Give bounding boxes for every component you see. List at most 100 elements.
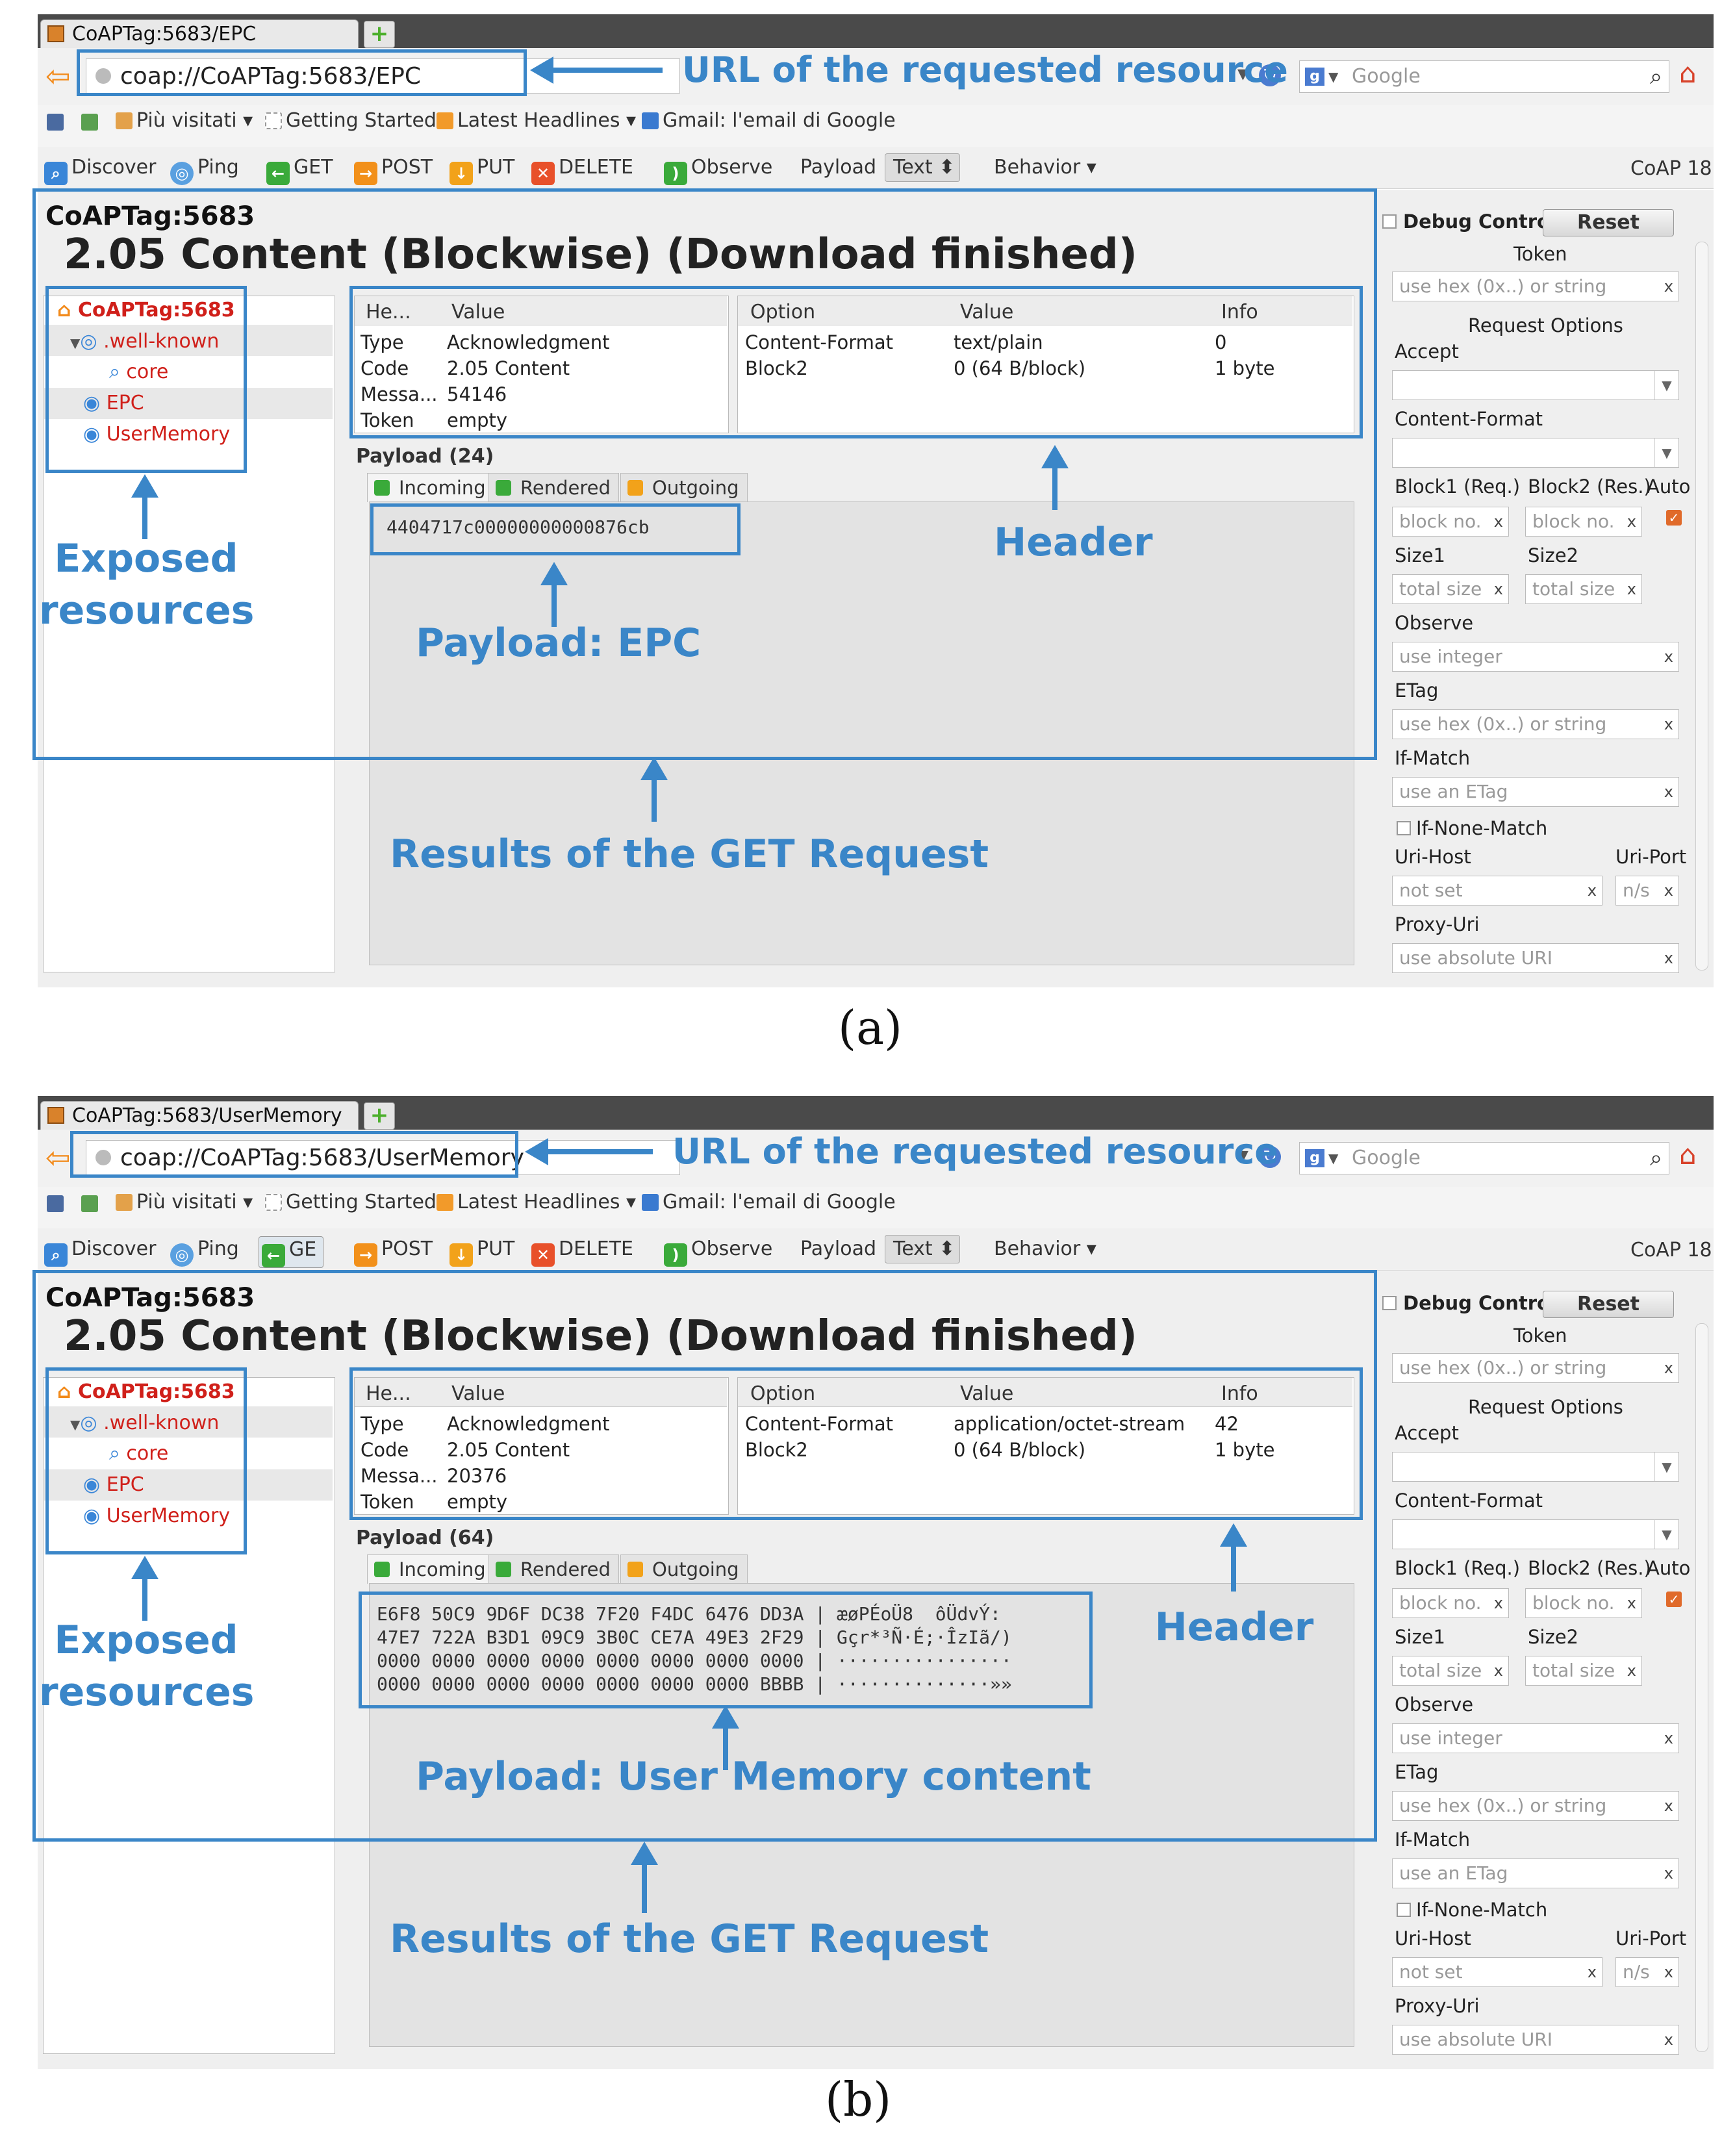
tree-epc[interactable]: ◉ EPC bbox=[83, 1473, 144, 1496]
payload-area[interactable] bbox=[369, 1583, 1354, 2047]
get-button[interactable]: ←GET bbox=[266, 155, 333, 185]
discover-button[interactable]: ⌕Discover bbox=[44, 155, 156, 185]
bookmark-most-visited[interactable]: Più visitati ▾ bbox=[116, 1189, 253, 1215]
search-box[interactable]: g▼Google⌕ bbox=[1299, 60, 1669, 93]
put-button[interactable]: ↓PUT bbox=[450, 1236, 514, 1267]
auto-checkbox[interactable]: ✓ bbox=[1666, 510, 1682, 526]
delete-button[interactable]: ✕DELETE bbox=[531, 1236, 633, 1267]
search-engine-dropdown-icon[interactable]: ▼ bbox=[1328, 1150, 1339, 1166]
tab-incoming[interactable]: Incoming bbox=[367, 1554, 494, 1584]
clear-icon[interactable]: x bbox=[1627, 580, 1636, 598]
tab-rendered[interactable]: Rendered bbox=[488, 473, 619, 502]
reset-button[interactable]: Reset bbox=[1543, 209, 1674, 236]
sidebar-scrollbar[interactable] bbox=[1695, 1323, 1708, 2052]
ping-button[interactable]: ◎Ping bbox=[170, 1236, 239, 1267]
tab-rendered[interactable]: Rendered bbox=[488, 1554, 619, 1584]
clear-icon[interactable]: x bbox=[1587, 881, 1597, 900]
bookmark-latest-headlines[interactable]: Latest Headlines ▾ bbox=[437, 1189, 636, 1215]
search-box[interactable]: g▼Google⌕ bbox=[1299, 1142, 1669, 1174]
if-none-match-checkbox[interactable] bbox=[1397, 1903, 1411, 1917]
clear-icon[interactable]: x bbox=[1664, 1359, 1673, 1377]
header-col-value[interactable]: Value bbox=[451, 1382, 505, 1405]
clear-icon[interactable]: x bbox=[1664, 1864, 1673, 1883]
bookmark-download-icon[interactable] bbox=[81, 109, 102, 135]
back-arrow-icon[interactable]: ⇦ bbox=[45, 1140, 71, 1175]
header-col-name[interactable]: He... bbox=[366, 1382, 411, 1405]
clear-icon[interactable]: x bbox=[1664, 1729, 1673, 1747]
header-col-value[interactable]: Value bbox=[451, 301, 505, 323]
chevron-down-icon[interactable]: ▼ bbox=[1654, 371, 1678, 399]
debug-control-checkbox[interactable] bbox=[1382, 214, 1397, 229]
clear-icon[interactable]: x bbox=[1664, 648, 1673, 666]
accept-select[interactable]: ▼ bbox=[1392, 1452, 1679, 1482]
back-arrow-icon[interactable]: ⇦ bbox=[45, 58, 71, 94]
expand-triangle-icon[interactable]: ▼ bbox=[70, 1417, 81, 1432]
content-format-select[interactable]: ▼ bbox=[1392, 1519, 1679, 1549]
options-col-value[interactable]: Value bbox=[960, 301, 1014, 323]
new-tab-plus-icon[interactable]: + bbox=[364, 1102, 395, 1130]
content-format-select[interactable]: ▼ bbox=[1392, 438, 1679, 468]
browser-tab[interactable]: CoAPTag:5683/EPC bbox=[40, 19, 359, 48]
clear-icon[interactable]: x bbox=[1627, 1594, 1636, 1612]
browser-tab[interactable]: CoAPTag:5683/UserMemory bbox=[40, 1101, 359, 1130]
tab-incoming[interactable]: Incoming bbox=[367, 473, 494, 502]
url-dropdown-icon[interactable]: ▼ bbox=[1237, 66, 1248, 82]
bookmark-getting-started[interactable]: Getting Started bbox=[265, 1189, 437, 1215]
search-icon[interactable]: ⌕ bbox=[1649, 64, 1662, 90]
discover-button[interactable]: ⌕Discover bbox=[44, 1236, 156, 1267]
chevron-down-icon[interactable]: ▼ bbox=[1654, 1452, 1678, 1481]
reset-button[interactable]: Reset bbox=[1543, 1291, 1674, 1318]
clear-icon[interactable]: x bbox=[1664, 715, 1673, 733]
chevron-down-icon[interactable]: ▼ bbox=[1654, 438, 1678, 467]
clear-icon[interactable]: x bbox=[1627, 1662, 1636, 1680]
get-button[interactable]: ←GE bbox=[259, 1236, 324, 1268]
clear-icon[interactable]: x bbox=[1664, 881, 1673, 900]
tree-epc[interactable]: ◉ EPC bbox=[83, 392, 144, 414]
observe-button[interactable]: )Observe bbox=[664, 1236, 772, 1267]
options-col-value[interactable]: Value bbox=[960, 1382, 1014, 1405]
tree-well-known[interactable]: ▼◎ .well-known bbox=[70, 1412, 219, 1434]
url-dropdown-icon[interactable]: ▼ bbox=[1237, 1148, 1248, 1164]
clear-icon[interactable]: x bbox=[1493, 580, 1503, 598]
tree-well-known[interactable]: ▼◎ .well-known bbox=[70, 330, 219, 353]
bookmark-menu-icon[interactable] bbox=[47, 1191, 68, 1217]
block1-input[interactable]: block no.x bbox=[1392, 507, 1509, 537]
payload-mode-select[interactable]: Text ⬍ bbox=[885, 153, 960, 182]
behavior-menu[interactable]: Behavior ▾ bbox=[994, 1237, 1096, 1260]
auto-checkbox[interactable]: ✓ bbox=[1666, 1592, 1682, 1607]
clear-icon[interactable]: x bbox=[1493, 1662, 1503, 1680]
clear-icon[interactable]: x bbox=[1664, 2031, 1673, 2049]
block2-input[interactable]: block no.x bbox=[1525, 1588, 1642, 1618]
sidebar-scrollbar[interactable] bbox=[1695, 242, 1708, 970]
clear-icon[interactable]: x bbox=[1627, 513, 1636, 531]
payload-area[interactable] bbox=[369, 501, 1354, 965]
tree-root[interactable]: ⌂ CoAPTag:5683 bbox=[57, 299, 235, 322]
clear-icon[interactable]: x bbox=[1664, 1963, 1673, 1981]
expand-triangle-icon[interactable]: ▼ bbox=[70, 335, 81, 351]
debug-control-checkbox[interactable] bbox=[1382, 1296, 1397, 1310]
new-tab-plus-icon[interactable]: + bbox=[364, 21, 395, 48]
clear-icon[interactable]: x bbox=[1587, 1963, 1597, 1981]
home-icon[interactable]: ⌂ bbox=[1679, 1139, 1697, 1171]
search-engine-dropdown-icon[interactable]: ▼ bbox=[1328, 69, 1339, 84]
ping-button[interactable]: ◎Ping bbox=[170, 155, 239, 185]
bookmark-getting-started[interactable]: Getting Started bbox=[265, 108, 437, 134]
block1-input[interactable]: block no.x bbox=[1392, 1588, 1509, 1618]
refresh-icon[interactable]: ↻ bbox=[1259, 64, 1281, 86]
options-col-info[interactable]: Info bbox=[1221, 1382, 1258, 1405]
bookmark-gmail[interactable]: Gmail: l'email di Google bbox=[642, 1189, 896, 1215]
payload-mode-select[interactable]: Text ⬍ bbox=[885, 1235, 960, 1263]
